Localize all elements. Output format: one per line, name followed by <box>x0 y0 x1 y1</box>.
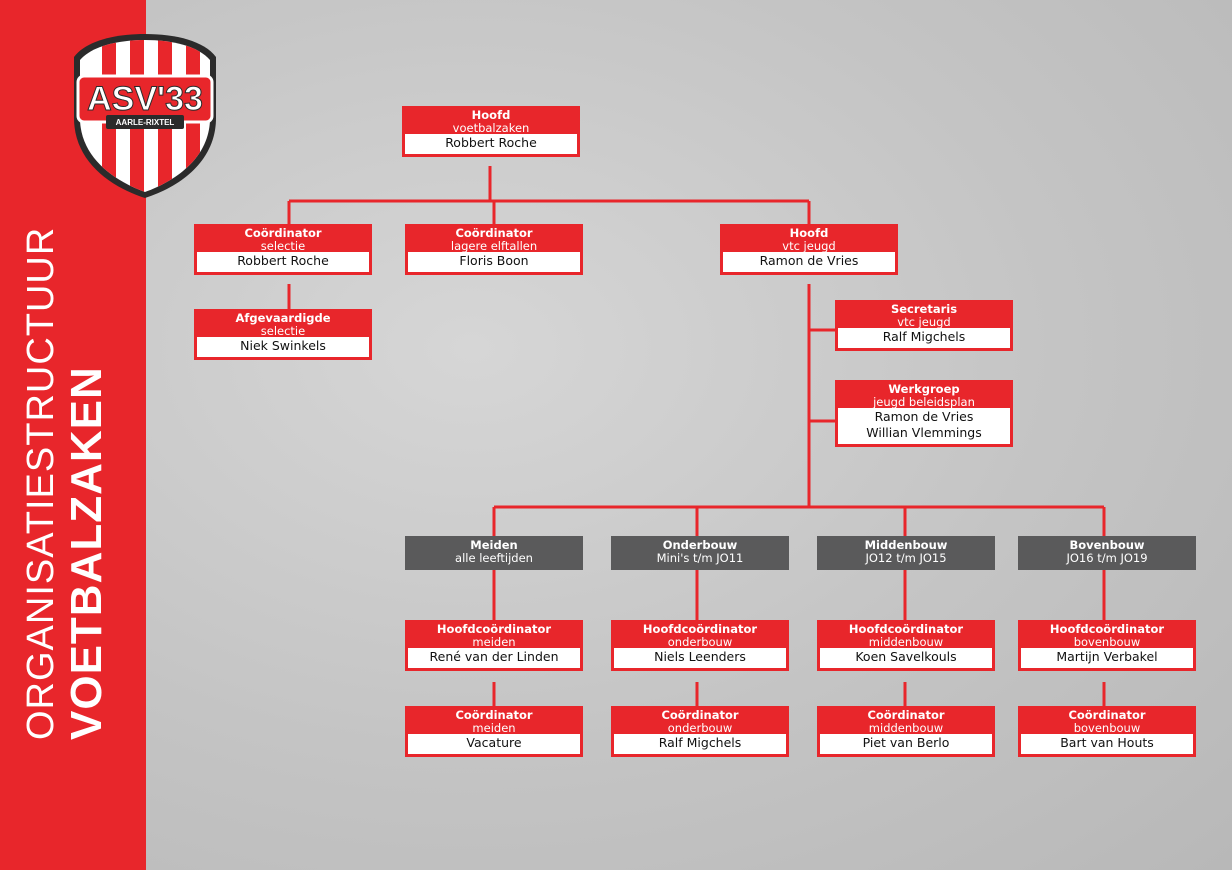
box-title: Werkgroep <box>888 382 960 396</box>
category-onderbouw: Onderbouw Mini's t/m JO11 <box>611 536 789 570</box>
box-title: Hoofdcoördinator <box>848 622 964 636</box>
box-subtitle: middenbouw <box>868 721 944 735</box>
box-subtitle: onderbouw <box>667 721 733 735</box>
box-title: Bovenbouw <box>1069 538 1145 552</box>
box-hoofd-vtc-jeugd: Hoofd vtc jeugd Ramon de Vries <box>720 224 898 275</box>
box-title: Meiden <box>470 538 518 552</box>
club-logo: ASV'33 AARLE-RIXTEL <box>74 34 216 198</box>
box-subtitle: alle leeftijden <box>455 551 533 565</box>
box-title: Hoofd <box>471 108 511 122</box>
box-hoofdcoordinator-onderbouw: Hoofdcoördinator onderbouw Niels Leender… <box>611 620 789 671</box>
box-coordinator-meiden: Coördinator meiden Vacature <box>405 706 583 757</box>
person-name: Robbert Roche <box>237 253 329 268</box>
box-title: Coördinator <box>455 708 533 722</box>
logo-subtext: AARLE-RIXTEL <box>116 118 175 127</box>
person-name: Floris Boon <box>459 253 529 268</box>
box-title: Coördinator <box>244 226 322 240</box>
person-name: Niek Swinkels <box>240 338 326 353</box>
person-name: Ralf Migchels <box>658 735 742 750</box>
box-hoofdcoordinator-meiden: Hoofdcoördinator meiden René van der Lin… <box>405 620 583 671</box>
box-title: Middenbouw <box>864 538 948 552</box>
box-title: Coördinator <box>661 708 739 722</box>
person-name: Koen Savelkouls <box>855 649 957 664</box>
box-coordinator-selectie: Coördinator selectie Robbert Roche <box>194 224 372 275</box>
person-name: Ramon de Vries <box>874 409 974 424</box>
category-meiden: Meiden alle leeftijden <box>405 536 583 570</box>
box-subtitle: bovenbouw <box>1073 635 1141 649</box>
box-subtitle: vtc jeugd <box>897 315 951 329</box>
box-coordinator-bovenbouw: Coördinator bovenbouw Bart van Houts <box>1018 706 1196 757</box>
box-subtitle: selectie <box>260 239 306 253</box>
box-subtitle: bovenbouw <box>1073 721 1141 735</box>
box-title: Coördinator <box>455 226 533 240</box>
box-hoofd-voetbalzaken: Hoofd voetbalzaken Robbert Roche <box>402 106 580 157</box>
person-name: Niels Leenders <box>654 649 746 664</box>
person-name: René van der Linden <box>429 649 559 664</box>
box-title: Hoofdcoördinator <box>1049 622 1165 636</box>
box-subtitle: selectie <box>260 324 306 338</box>
box-subtitle: onderbouw <box>667 635 733 649</box>
box-coordinator-lagere-elftallen: Coördinator lagere elftallen Floris Boon <box>405 224 583 275</box>
box-title: Hoofdcoördinator <box>642 622 758 636</box>
box-title: Hoofdcoördinator <box>436 622 552 636</box>
person-name: Bart van Houts <box>1060 735 1154 750</box>
box-title: Secretaris <box>890 302 958 316</box>
person-name: Robbert Roche <box>445 135 537 150</box>
person-name: Ramon de Vries <box>759 253 859 268</box>
box-subtitle: meiden <box>472 721 516 735</box>
logo-text: ASV'33 <box>87 80 203 118</box>
box-title: Coördinator <box>867 708 945 722</box>
box-coordinator-onderbouw: Coördinator onderbouw Ralf Migchels <box>611 706 789 757</box>
box-subtitle: Mini's t/m JO11 <box>656 551 744 565</box>
box-title: Afgevaardigde <box>235 311 331 325</box>
box-subtitle: middenbouw <box>868 635 944 649</box>
box-hoofdcoordinator-middenbouw: Hoofdcoördinator middenbouw Koen Savelko… <box>817 620 995 671</box>
box-hoofdcoordinator-bovenbouw: Hoofdcoördinator bovenbouw Martijn Verba… <box>1018 620 1196 671</box>
box-afgevaardigde-selectie: Afgevaardigde selectie Niek Swinkels <box>194 309 372 360</box>
box-subtitle: vtc jeugd <box>782 239 836 253</box>
box-title: Hoofd <box>789 226 829 240</box>
box-title: Onderbouw <box>662 538 738 552</box>
box-subtitle: JO16 t/m JO19 <box>1066 551 1148 565</box>
box-werkgroep-jeugd-beleidsplan: Werkgroep jeugd beleidsplan Ramon de Vri… <box>835 380 1013 447</box>
box-title: Coördinator <box>1068 708 1146 722</box>
category-bovenbouw: Bovenbouw JO16 t/m JO19 <box>1018 536 1196 570</box>
person-name: Vacature <box>466 735 522 750</box>
person-name: Ralf Migchels <box>882 329 966 344</box>
person-name: Willian Vlemmings <box>866 425 982 440</box>
box-subtitle: JO12 t/m JO15 <box>865 551 947 565</box>
person-name: Piet van Berlo <box>862 735 950 750</box>
box-subtitle: meiden <box>472 635 516 649</box>
box-subtitle: jeugd beleidsplan <box>873 395 975 409</box>
box-subtitle: lagere elftallen <box>450 239 538 253</box>
category-middenbouw: Middenbouw JO12 t/m JO15 <box>817 536 995 570</box>
box-coordinator-middenbouw: Coördinator middenbouw Piet van Berlo <box>817 706 995 757</box>
box-subtitle: voetbalzaken <box>452 121 530 135</box>
box-secretaris-vtc-jeugd: Secretaris vtc jeugd Ralf Migchels <box>835 300 1013 351</box>
person-name: Martijn Verbakel <box>1056 649 1158 664</box>
